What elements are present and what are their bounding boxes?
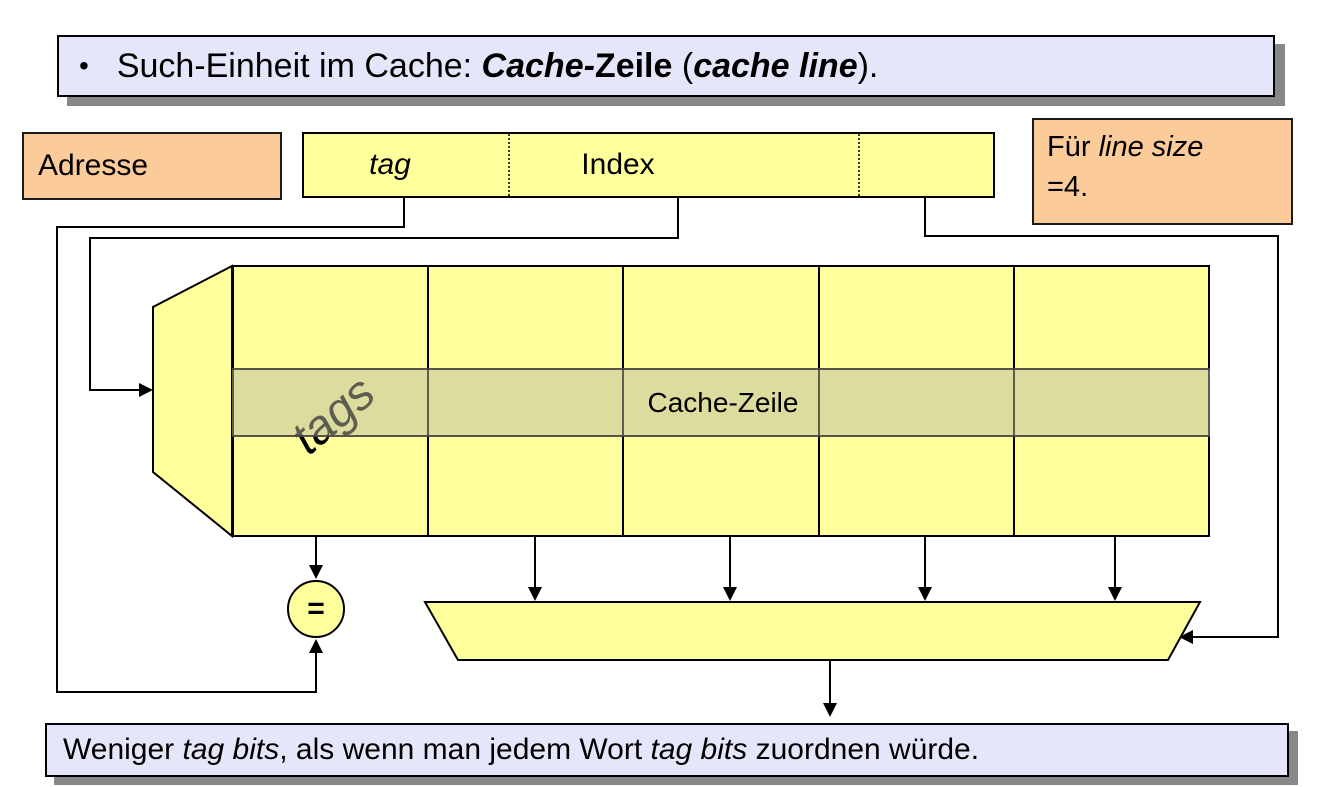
address-label-box: Adresse bbox=[22, 132, 282, 200]
address-field-offset bbox=[858, 134, 993, 196]
arrowhead-up-comparator-icon bbox=[309, 639, 323, 653]
arrowhead-down-mux1-icon bbox=[528, 587, 542, 601]
address-field-index: Index bbox=[508, 134, 858, 196]
arrowhead-left-mux-icon bbox=[1179, 630, 1193, 644]
tags-funnel-shape bbox=[152, 264, 233, 539]
arrowhead-right-array-icon bbox=[139, 383, 153, 397]
address-bar: tag Index bbox=[302, 132, 995, 198]
mux-trapezoid bbox=[423, 601, 1202, 661]
bottom-note-box: Weniger tag bits, als wenn man jedem Wor… bbox=[45, 723, 1289, 777]
wire-index-to-array bbox=[89, 197, 679, 391]
arrowhead-down-mux2-icon bbox=[723, 587, 737, 601]
arrowhead-down-mux4-icon bbox=[1108, 587, 1122, 601]
wire-tag-to-comparator bbox=[56, 197, 405, 693]
bottom-note-text: Weniger tag bits, als wenn man jedem Wor… bbox=[63, 733, 980, 766]
cache-line-label: Cache-Zeile bbox=[647, 387, 799, 418]
arrowhead-down-output-icon bbox=[823, 703, 837, 717]
page-title: Such-Einheit im Cache: Cache-Zeile (cach… bbox=[116, 46, 879, 85]
page-title-box: • Such-Einheit im Cache: Cache-Zeile (ca… bbox=[57, 35, 1275, 97]
wire-offset-to-mux bbox=[924, 197, 1279, 638]
comparator-circle bbox=[287, 580, 345, 638]
cache-line-row bbox=[232, 368, 1210, 437]
line-size-note-box: Für line size =4. bbox=[1032, 118, 1293, 225]
equals-symbol: = bbox=[307, 592, 325, 625]
arrowhead-down-mux3-icon bbox=[918, 587, 932, 601]
bullet-icon: • bbox=[79, 50, 89, 81]
arrowhead-down-comparator-icon bbox=[309, 565, 323, 579]
address-field-tag: tag bbox=[369, 148, 411, 181]
